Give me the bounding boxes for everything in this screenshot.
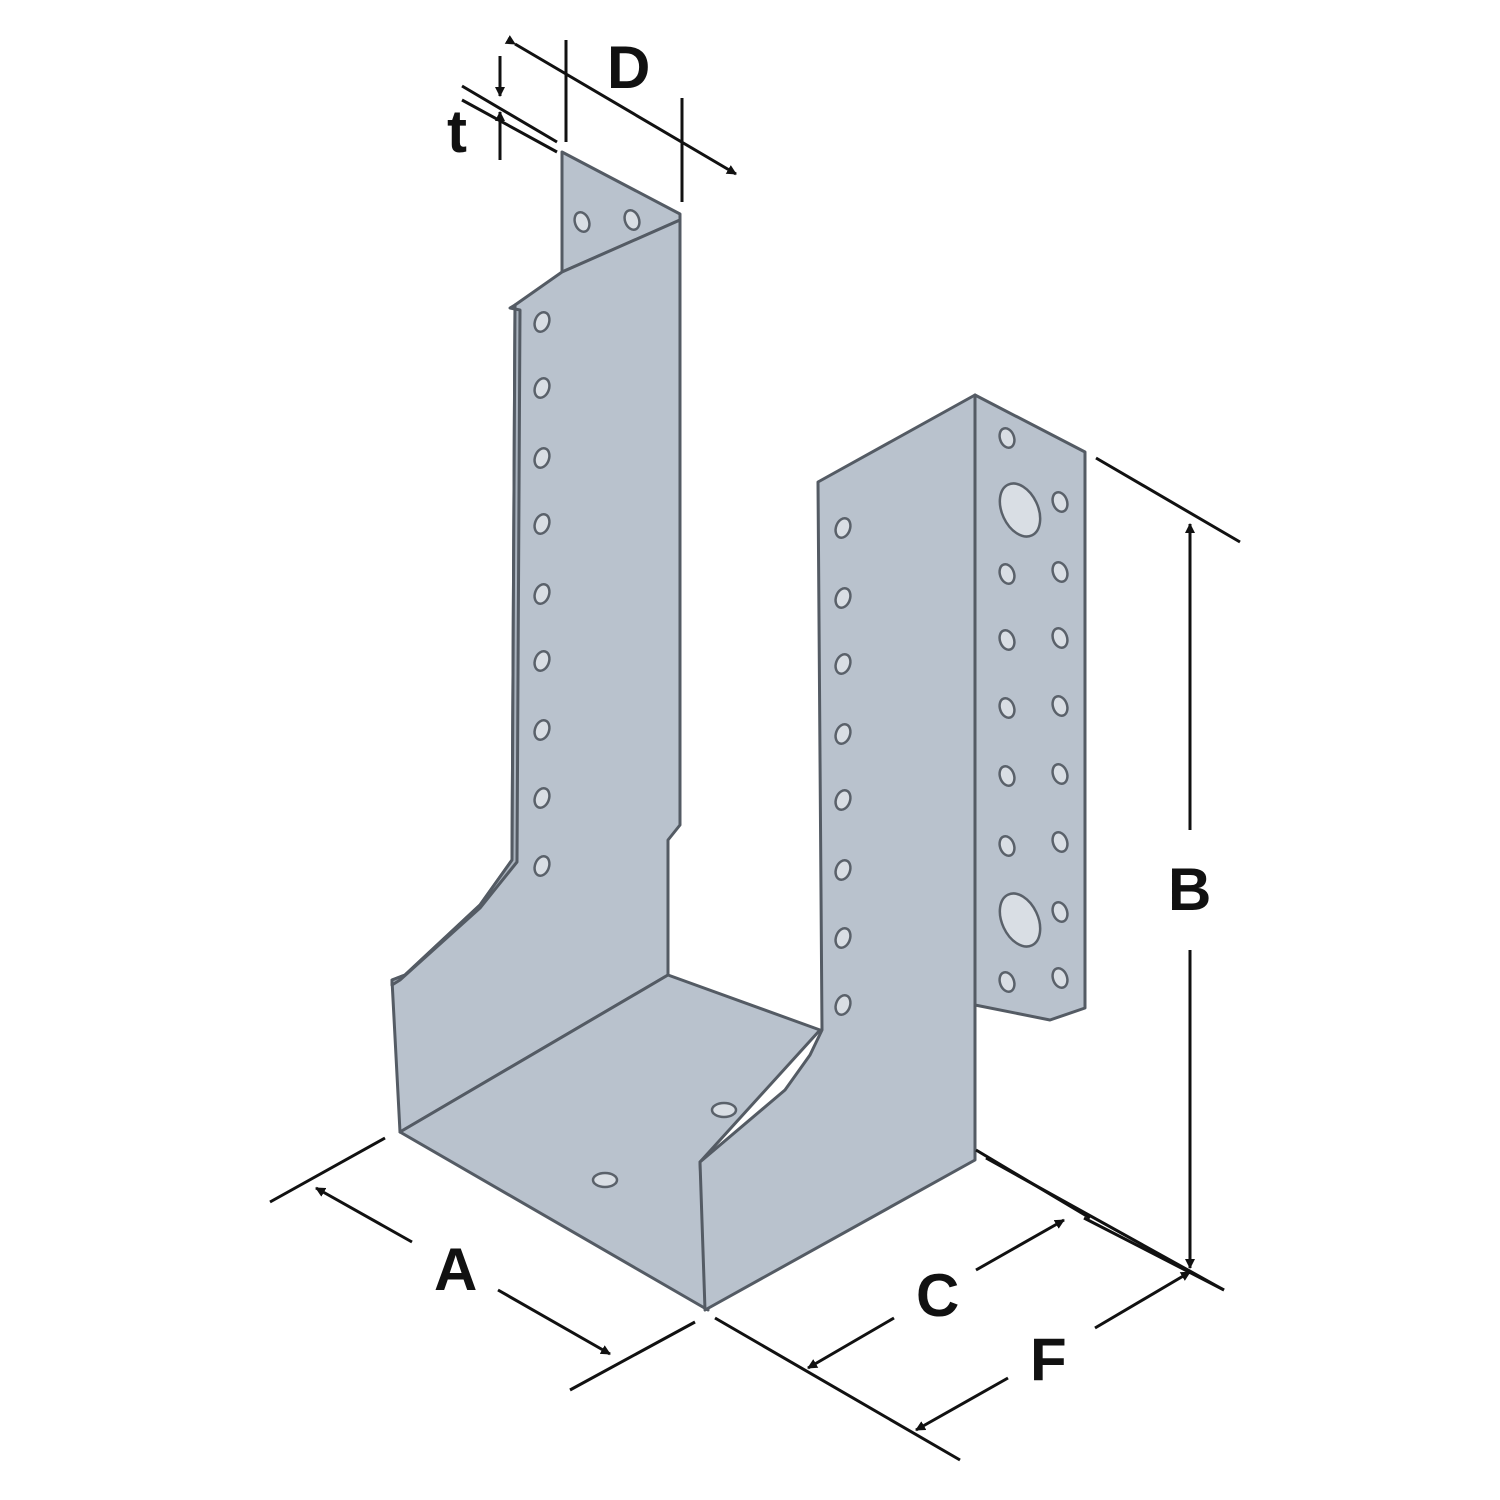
hole	[1051, 901, 1069, 923]
hole	[1051, 491, 1069, 513]
label-A: A	[434, 1236, 477, 1303]
hole	[533, 650, 551, 672]
label-C: C	[916, 1262, 959, 1329]
hole	[834, 789, 852, 811]
dim-A-lower	[497, 1288, 611, 1356]
hole	[533, 787, 551, 809]
hole	[834, 994, 852, 1016]
hole	[1051, 561, 1069, 583]
dim-t-ext-1	[461, 84, 558, 144]
hole	[533, 583, 551, 605]
hole	[533, 377, 551, 399]
hole	[998, 427, 1016, 449]
base-hole	[710, 1101, 738, 1119]
base-fold	[399, 974, 669, 1133]
base-front-fold	[699, 1161, 706, 1311]
hole	[998, 629, 1016, 651]
label-t: t	[447, 98, 467, 165]
hole	[834, 517, 852, 539]
hole	[533, 447, 551, 469]
hole	[573, 211, 591, 233]
large-hole	[998, 892, 1042, 948]
dim-A-ext-left	[269, 1136, 386, 1204]
left-side-edge	[390, 303, 522, 987]
hole	[998, 697, 1016, 719]
dim-F-upper	[1094, 1270, 1191, 1330]
hole	[998, 765, 1016, 787]
hole	[834, 653, 852, 675]
label-F: F	[1030, 1326, 1067, 1393]
dim-A-ext-right	[569, 1320, 696, 1392]
hole	[998, 563, 1016, 585]
hole	[533, 311, 551, 333]
hole	[998, 835, 1016, 857]
dim-F-ext-right	[985, 1156, 1225, 1292]
dim-C-ext-left	[714, 1316, 961, 1462]
hole	[1051, 967, 1069, 989]
hole	[533, 719, 551, 741]
hole	[1051, 695, 1069, 717]
label-D: D	[607, 34, 650, 101]
hole	[834, 927, 852, 949]
hanger-bracket	[390, 150, 1087, 1312]
dim-C-lower	[807, 1316, 895, 1370]
large-hole	[998, 482, 1042, 538]
dim-C-upper	[975, 1218, 1065, 1272]
dimension-lines	[269, 35, 1241, 1462]
hole	[834, 859, 852, 881]
dim-t-ext-2	[461, 98, 558, 154]
hole	[1051, 763, 1069, 785]
hole	[834, 723, 852, 745]
hole	[998, 971, 1016, 993]
hole	[623, 209, 641, 231]
holes	[533, 209, 1069, 1189]
hole	[1051, 627, 1069, 649]
dim-A-upper	[315, 1186, 413, 1244]
label-B: B	[1168, 856, 1211, 923]
dim-B-ext-top	[1095, 456, 1241, 544]
hole	[1051, 831, 1069, 853]
dimension-labels: D t B A C F	[434, 34, 1211, 1393]
hole	[533, 513, 551, 535]
dim-D-line	[504, 35, 737, 176]
dim-F-lower	[915, 1376, 1009, 1432]
hole	[533, 855, 551, 877]
base-hole	[591, 1171, 619, 1189]
hole	[834, 587, 852, 609]
